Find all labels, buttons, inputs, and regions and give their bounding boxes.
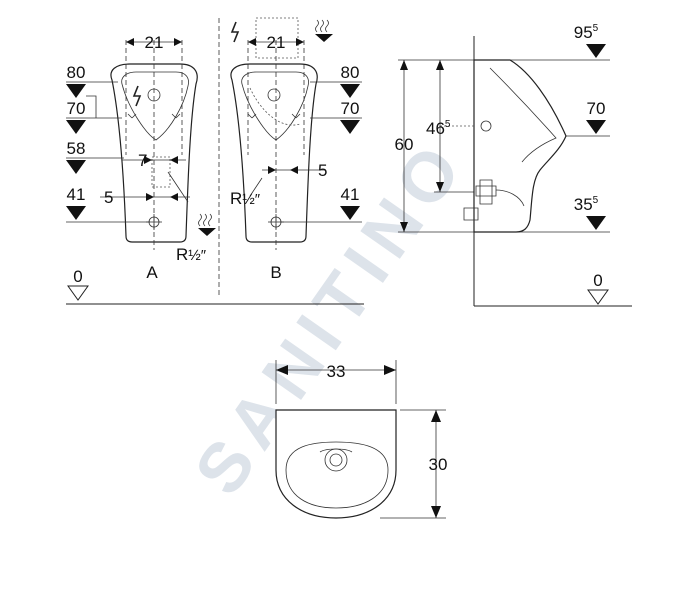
dim-width-a: 21 bbox=[145, 33, 164, 52]
level-80-a: 80 bbox=[67, 63, 86, 82]
floor-marker-right bbox=[587, 289, 609, 305]
urinal-body-b bbox=[230, 63, 318, 243]
urinal-top-outline bbox=[275, 409, 397, 519]
bowl-a bbox=[121, 71, 189, 141]
urinal-side-profile bbox=[473, 59, 567, 233]
pipe-label-b: R½″ bbox=[230, 189, 261, 208]
power-icon-a bbox=[132, 85, 142, 107]
dim-width-top: 33 bbox=[327, 362, 346, 381]
water-icon-b bbox=[315, 19, 329, 33]
level-outlet: 355 bbox=[574, 195, 599, 214]
dim-offset-b: 5 bbox=[318, 161, 327, 180]
pipe-label-a: R½″ bbox=[176, 245, 207, 264]
level-top: 955 bbox=[574, 23, 599, 42]
front-view-b: 21 5 R½″ 80 70 41 B bbox=[230, 17, 362, 282]
level-58-a: 58 bbox=[67, 139, 86, 158]
bowl-b bbox=[241, 71, 309, 141]
floor-level-left: 0 bbox=[73, 267, 82, 286]
level-70-b: 70 bbox=[341, 99, 360, 118]
dim-height-inlet: 465 bbox=[426, 119, 451, 138]
inlet-b bbox=[267, 88, 281, 102]
dim-gap-a: 7 bbox=[138, 151, 147, 170]
floor-level-right: 0 bbox=[593, 271, 602, 290]
dim-height-total: 60 bbox=[395, 135, 414, 154]
level-70-a: 70 bbox=[67, 99, 86, 118]
side-view: 60 465 955 70 355 0 bbox=[395, 23, 632, 307]
dim-depth-top: 30 bbox=[429, 455, 448, 474]
level-41-b: 41 bbox=[341, 185, 360, 204]
floor-marker-left bbox=[67, 285, 89, 301]
level-41-a: 41 bbox=[67, 185, 86, 204]
level-70-side: 70 bbox=[587, 99, 606, 118]
top-view: 33 30 bbox=[275, 360, 448, 519]
level-80-b: 80 bbox=[341, 63, 360, 82]
power-icon-b bbox=[230, 21, 240, 43]
dim-offset-a: 5 bbox=[104, 188, 113, 207]
caption-a: A bbox=[146, 263, 158, 282]
dim-width-b: 21 bbox=[267, 33, 286, 52]
caption-b: B bbox=[270, 263, 281, 282]
water-icon-a bbox=[198, 213, 212, 227]
front-view-a: 21 7 5 R½″ 80 70 58 41 A bbox=[66, 33, 216, 282]
